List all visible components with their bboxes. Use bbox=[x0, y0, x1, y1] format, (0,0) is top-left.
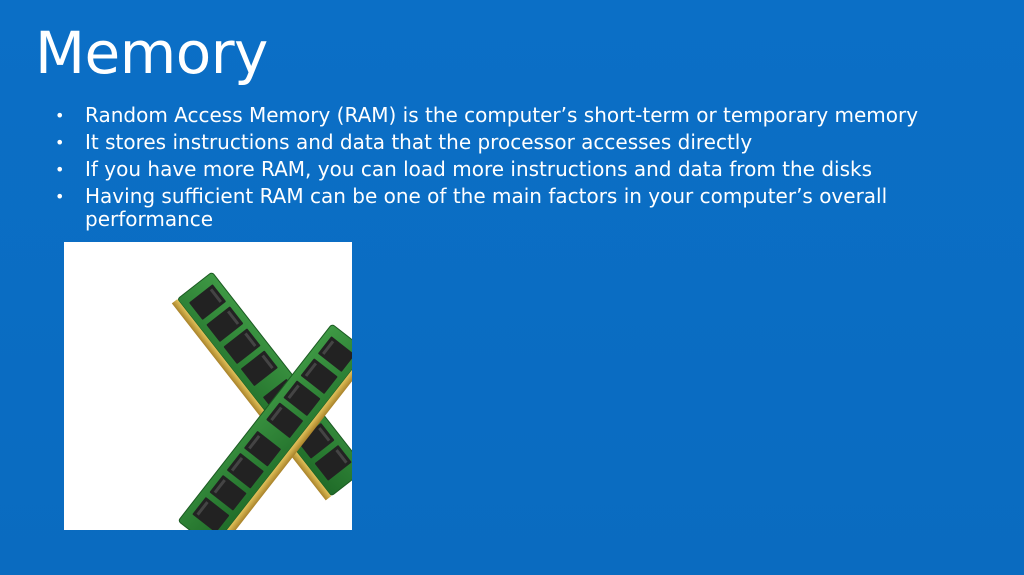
bullet-item: • If you have more RAM, you can load mor… bbox=[55, 158, 955, 181]
ram-stick-front bbox=[178, 324, 352, 530]
ram-image bbox=[64, 242, 352, 530]
bullet-item: • It stores instructions and data that t… bbox=[55, 131, 955, 154]
slide-title: Memory bbox=[35, 19, 268, 87]
bullet-dot-icon: • bbox=[55, 160, 65, 179]
bullet-dot-icon: • bbox=[55, 106, 65, 125]
bullet-text: Having sufficient RAM can be one of the … bbox=[85, 184, 888, 231]
bullet-list: • Random Access Memory (RAM) is the comp… bbox=[55, 104, 955, 235]
bullet-text: If you have more RAM, you can load more … bbox=[85, 157, 873, 181]
bullet-text: It stores instructions and data that the… bbox=[85, 130, 753, 154]
ram-modules-icon bbox=[171, 272, 352, 530]
bullet-dot-icon: • bbox=[55, 133, 65, 152]
bullet-item: • Having sufficient RAM can be one of th… bbox=[55, 185, 955, 231]
bullet-dot-icon: • bbox=[55, 187, 65, 206]
bullet-item: • Random Access Memory (RAM) is the comp… bbox=[55, 104, 955, 127]
bullet-text: Random Access Memory (RAM) is the comput… bbox=[85, 103, 919, 127]
